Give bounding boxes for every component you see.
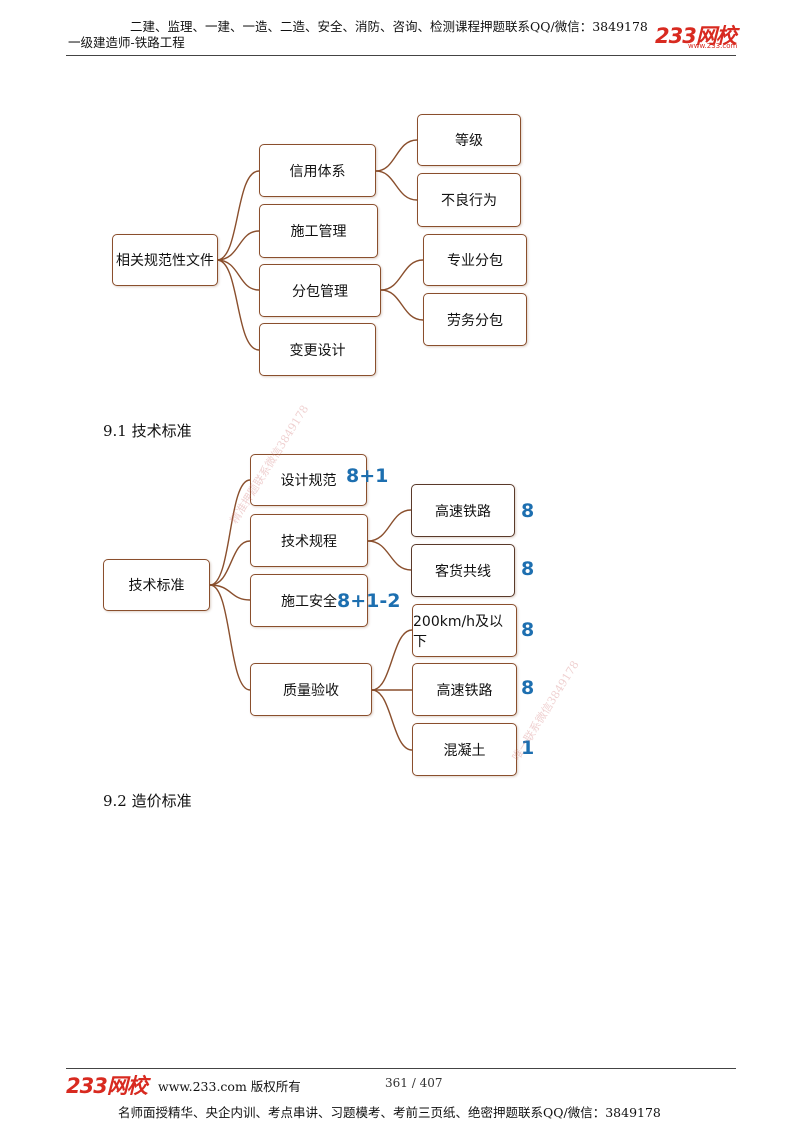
branch-node-design-spec: 设计规范: [250, 454, 367, 506]
footer-logo: 233网校: [66, 1070, 148, 1100]
leaf-node-high-speed-railway-2: 高速铁路: [412, 663, 517, 716]
footer-site: www.233.com 版权所有: [158, 1079, 301, 1094]
header-logo-num: 233: [655, 24, 697, 48]
score-concrete: 1: [521, 737, 535, 759]
score-high-speed-railway: 8: [521, 500, 535, 522]
header-logo-cn: 网校: [695, 24, 737, 48]
score-design-spec: 8+1: [346, 465, 389, 487]
header-subject: 一级建造师-铁路工程: [68, 35, 185, 50]
section-heading-9-2: 9.2 造价标准: [103, 792, 192, 810]
header-logo-sub: www.233.com: [688, 42, 738, 50]
branch-node-construction-safety: 施工安全: [250, 574, 368, 627]
leaf-node-concrete: 混凝土: [412, 723, 517, 776]
leaf-node-high-speed-railway: 高速铁路: [411, 484, 515, 537]
leaf-node-misconduct: 不良行为: [417, 173, 521, 227]
root-node: 相关规范性文件: [112, 234, 218, 286]
branch-node-tech-procedure: 技术规程: [250, 514, 368, 567]
page-number: 361 / 407: [385, 1076, 443, 1090]
leaf-node-grade: 等级: [417, 114, 521, 166]
branch-node-quality-acceptance: 质量验收: [250, 663, 372, 716]
score-mixed-traffic: 8: [521, 558, 535, 580]
leaf-node-labor-subcontract: 劳务分包: [423, 293, 527, 346]
header-promo: 二建、监理、一建、一造、二造、安全、消防、咨询、检测课程押题联系QQ/微信：38…: [130, 19, 648, 34]
branch-node-subcontract: 分包管理: [259, 264, 381, 317]
header-divider: [66, 55, 736, 56]
leaf-node-specialty-subcontract: 专业分包: [423, 234, 527, 286]
branch-node-change-design: 变更设计: [259, 323, 376, 376]
branch-node-construction: 施工管理: [259, 204, 378, 258]
footer-logo-cn: 网校: [106, 1074, 148, 1098]
footer-logo-num: 233: [66, 1074, 108, 1098]
root-node-tech-standard: 技术标准: [103, 559, 210, 611]
leaf-node-below-200kmh: 200km/h及以下: [412, 604, 517, 657]
footer-divider: [66, 1068, 736, 1069]
score-construction-safety: 8+1-2: [337, 590, 401, 612]
score-high-speed-railway-2: 8: [521, 677, 535, 699]
section-heading-9-1: 9.1 技术标准: [103, 422, 192, 440]
header-logo: 233网校: [655, 20, 737, 50]
score-below-200kmh: 8: [521, 619, 535, 641]
leaf-node-mixed-traffic: 客货共线: [411, 544, 515, 597]
footer-promo: 名师面授精华、央企内训、考点串讲、习题模考、考前三页纸、绝密押题联系QQ/微信：…: [118, 1105, 661, 1120]
branch-node-credit: 信用体系: [259, 144, 376, 197]
